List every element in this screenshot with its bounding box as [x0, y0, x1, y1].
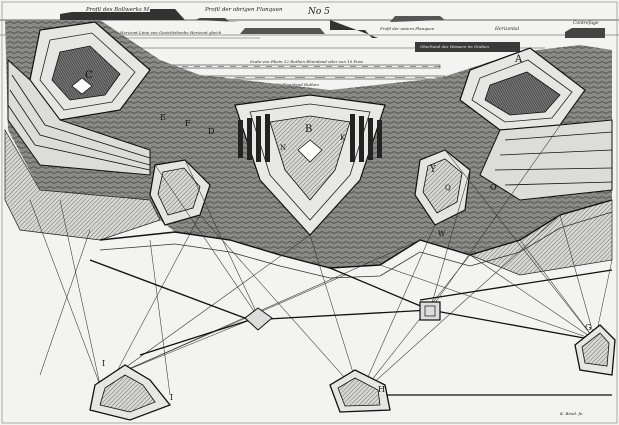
bastion-A	[459, 47, 586, 131]
left-flank-terrace	[7, 58, 151, 176]
label-N: N	[280, 144, 286, 152]
horizontal-label: Horizontal	[494, 26, 520, 32]
upper-scale-label: Scala von Rhein 12 Ruthen Rheinland oder…	[250, 59, 363, 64]
field-redoubt-center	[244, 307, 273, 331]
casemates-left-of-B	[238, 114, 270, 162]
label-A: A	[514, 54, 523, 65]
lower-flank-label: Profil der untern Flanquen	[379, 26, 435, 31]
label-E: E	[160, 113, 166, 122]
profile-left-label: Profil des Bollwerks M	[85, 7, 150, 13]
casemates-right-of-B	[350, 114, 382, 162]
work-G	[574, 324, 616, 376]
right-flank-terrace	[479, 119, 613, 201]
water-level-label: Oberhand des Wassers im Graben	[420, 44, 489, 49]
lower-scale-label: Scala von 10 Rheinland Ruthen	[255, 82, 319, 87]
label-I-upper: I	[102, 359, 105, 368]
label-W: W	[438, 230, 446, 238]
label-G: G	[585, 323, 591, 332]
label-Y: Y	[429, 165, 437, 175]
profile-center-label: Profil der obrigen Flanquen	[204, 7, 283, 13]
label-B: B	[305, 124, 312, 135]
label-K: K	[340, 134, 346, 142]
glacis-left	[4, 128, 161, 241]
label-C: C	[85, 70, 93, 81]
left-terrace-lines	[7, 74, 151, 171]
label-H: H	[378, 385, 385, 394]
plate-number: No 5	[307, 7, 330, 17]
label-F: F	[185, 119, 191, 128]
ravelin-E	[149, 159, 211, 226]
work-H	[329, 369, 391, 413]
covered-way-inner	[99, 211, 613, 279]
label-I-lower: I	[170, 393, 173, 402]
ravelin-Y	[414, 149, 471, 226]
label-Q: Q	[445, 184, 451, 192]
right-terrace-lines	[494, 131, 613, 186]
label-D: D	[208, 127, 214, 136]
engraver-mark: K. Bend. fe.	[559, 411, 584, 416]
profile-right-label: Contrefage	[573, 20, 599, 26]
field-redoubt-right	[419, 301, 441, 321]
bastion-B	[234, 94, 386, 236]
bastion-C	[29, 21, 151, 121]
work-I	[89, 364, 172, 421]
construction-heavy-lines	[89, 259, 613, 396]
horizon-line-label: Horizont Linie von Gesichtshoehe Horizon…	[119, 30, 222, 35]
label-O: O	[490, 183, 497, 192]
